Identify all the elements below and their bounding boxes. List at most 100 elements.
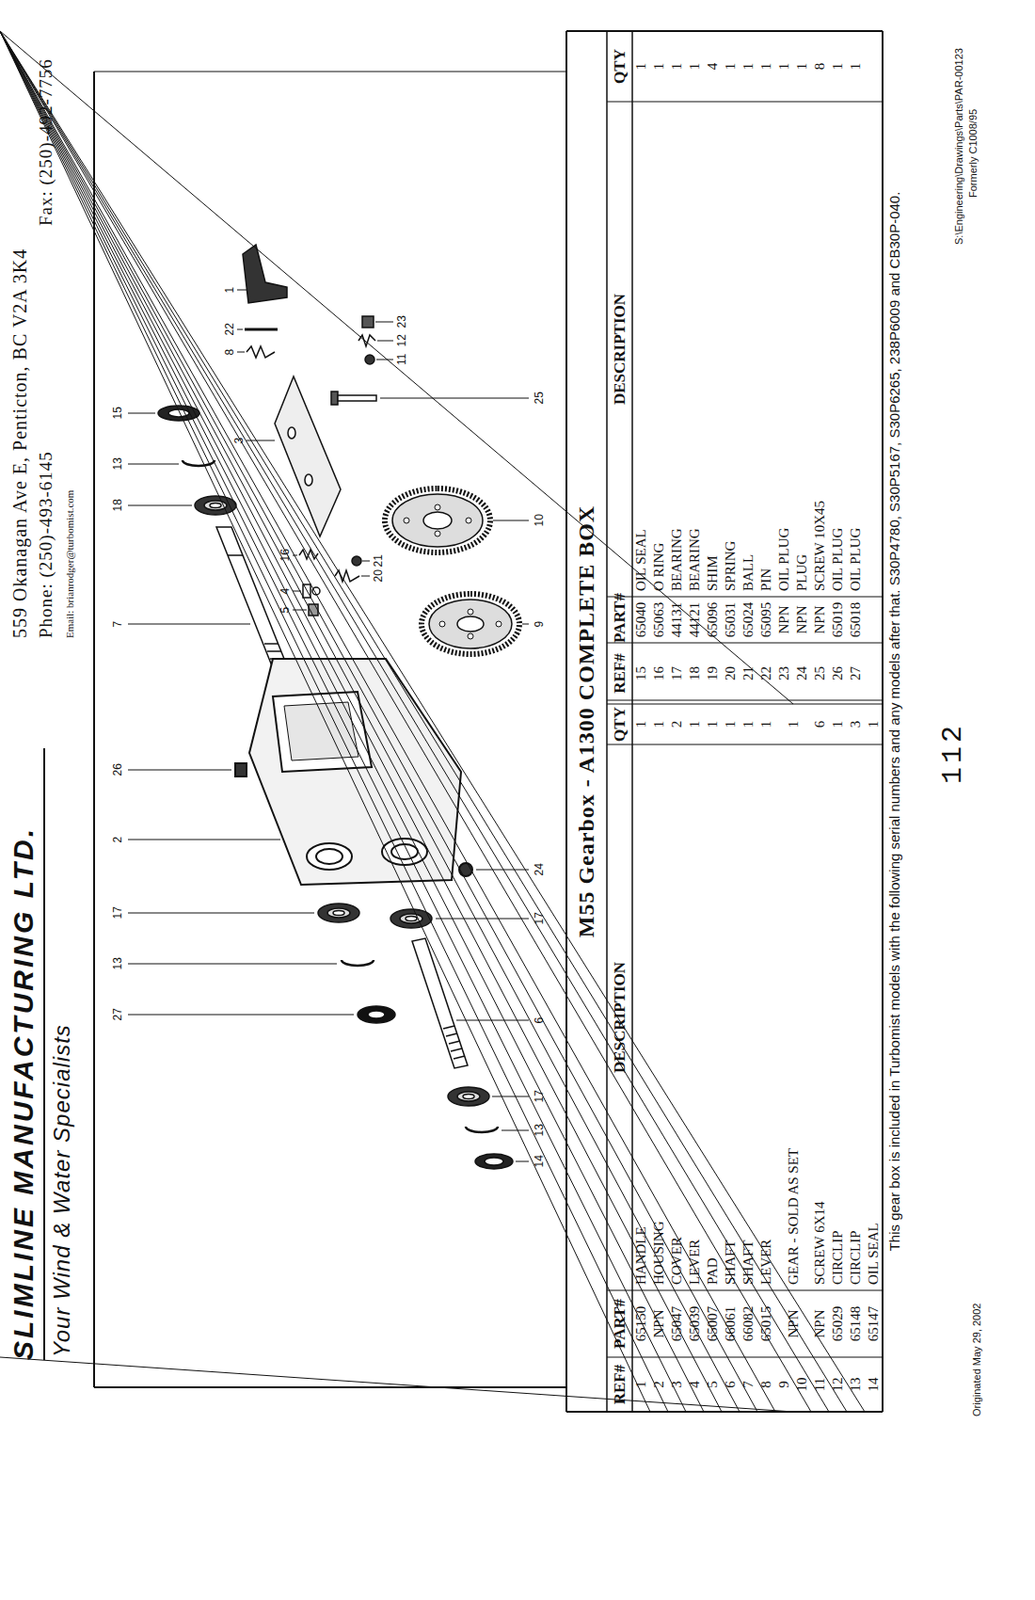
cover-plate bbox=[274, 376, 341, 537]
table-cell: 65147 bbox=[864, 1289, 883, 1357]
oil-seal bbox=[158, 405, 513, 1169]
table-cell: OIL SEAL bbox=[864, 744, 883, 1290]
table-cell: 6 bbox=[721, 1356, 740, 1412]
table-cell: 65039 bbox=[685, 1289, 704, 1357]
table-cell: 27 bbox=[846, 642, 865, 704]
leader-line bbox=[127, 839, 281, 841]
table-cell: OIL PLUG bbox=[828, 101, 847, 597]
table-cell: SCREW 10X45 bbox=[811, 101, 829, 597]
table-rule bbox=[0, 31, 686, 1412]
table-cell: 44121 bbox=[685, 596, 704, 643]
table-cell: 26 bbox=[828, 642, 847, 704]
table-cell: SPRING bbox=[721, 101, 740, 597]
bearing bbox=[390, 908, 432, 928]
phone-number: Phone: (250)-493-6145 bbox=[35, 450, 57, 638]
table-rule bbox=[0, 31, 865, 1412]
callout-number: 21 bbox=[371, 554, 385, 567]
leader-line bbox=[435, 918, 529, 920]
table-cell: 65040 bbox=[632, 596, 651, 643]
callout-number: 2 bbox=[111, 836, 125, 844]
frame-line bbox=[94, 1385, 567, 1388]
table-cell: 3 bbox=[846, 703, 865, 745]
gear bbox=[384, 488, 491, 553]
table-cell: 8 bbox=[757, 1356, 776, 1412]
leader-line bbox=[127, 769, 232, 771]
gearbox-housing bbox=[249, 658, 462, 885]
gear bbox=[423, 511, 452, 529]
oil-seal bbox=[484, 1157, 504, 1165]
table-cell: OIL SEAL bbox=[632, 101, 651, 597]
table-cell: NPN bbox=[775, 596, 794, 643]
table-cell: 65095 bbox=[757, 596, 776, 643]
oil-seal bbox=[475, 1153, 513, 1169]
shaft bbox=[412, 938, 468, 1068]
table-cell: LEVER bbox=[757, 744, 776, 1290]
table-cell: 65063 bbox=[650, 596, 669, 643]
table-cell: NPN bbox=[793, 596, 812, 643]
leader-line bbox=[376, 359, 394, 361]
table-cell: 5 bbox=[703, 1356, 722, 1412]
table-cell: 10 bbox=[793, 1356, 812, 1412]
table-rule bbox=[0, 31, 669, 1412]
gear bbox=[457, 616, 484, 632]
bearing bbox=[194, 495, 490, 1106]
table-cell: NPN bbox=[650, 1289, 669, 1357]
circlip bbox=[182, 460, 498, 1132]
table-rule bbox=[0, 31, 704, 1412]
table-rule bbox=[606, 1355, 883, 1357]
table-cell: 65096 bbox=[703, 596, 722, 643]
table-cell: OIL PLUG bbox=[775, 101, 794, 597]
callout-number: 3 bbox=[232, 437, 246, 445]
table-cell: 65029 bbox=[828, 1289, 847, 1357]
gear bbox=[439, 621, 446, 627]
column-header: DESCRIPTION bbox=[606, 101, 633, 597]
shaft bbox=[227, 554, 243, 557]
leader-line bbox=[361, 575, 370, 577]
gear bbox=[403, 517, 410, 524]
origin-date: Originated May 29, 2002 bbox=[971, 1303, 984, 1417]
cover-plate bbox=[287, 427, 296, 439]
table-cell: BEARING bbox=[685, 101, 704, 597]
callout-number: 8 bbox=[222, 349, 237, 356]
table-cell: NPN bbox=[811, 1289, 829, 1357]
gear bbox=[384, 488, 520, 654]
table-rule bbox=[0, 31, 812, 1412]
table-cell: HANDLE bbox=[632, 744, 651, 1290]
table-cell: 3 bbox=[668, 1356, 686, 1412]
gear bbox=[495, 621, 502, 627]
bearing bbox=[405, 916, 417, 922]
frame-line bbox=[43, 748, 46, 1360]
callout-number: 12 bbox=[395, 334, 409, 347]
leader-line bbox=[501, 1130, 529, 1131]
leader-line bbox=[127, 963, 337, 965]
leader-line bbox=[127, 1014, 354, 1016]
table-cell: CIRCLIP bbox=[828, 744, 847, 1290]
column-header: PART# bbox=[606, 1289, 633, 1357]
gear bbox=[434, 530, 441, 537]
table-cell: 20 bbox=[721, 642, 740, 704]
former-number: Formerly C1008/95 bbox=[967, 109, 980, 198]
callout-number: 27 bbox=[111, 1007, 125, 1020]
table-cell: 1 bbox=[775, 31, 794, 102]
table-cell: 2 bbox=[650, 1356, 669, 1412]
table-cell: 1 bbox=[632, 31, 651, 102]
table-rule bbox=[606, 595, 883, 597]
table-cell: 1 bbox=[703, 703, 722, 745]
table-cell: 2 bbox=[668, 703, 686, 745]
column-header: DESCRIPTION bbox=[606, 744, 633, 1290]
page-number: 112 bbox=[937, 721, 970, 784]
circlip bbox=[341, 959, 374, 966]
table-rule bbox=[566, 1410, 883, 1413]
leader-line bbox=[127, 413, 156, 414]
lever-parts bbox=[331, 391, 338, 405]
tagline: Your Wind & Water Specialists bbox=[48, 1023, 76, 1357]
table-cell: 1 bbox=[721, 703, 740, 745]
gear bbox=[429, 599, 512, 649]
oil-seal bbox=[357, 1005, 396, 1023]
callout-number: 17 bbox=[111, 906, 125, 919]
table-cell: 19 bbox=[703, 642, 722, 704]
table-cell: BALL bbox=[739, 101, 758, 597]
table-cell: 16 bbox=[650, 642, 669, 704]
table-cell: 65019 bbox=[828, 596, 847, 643]
